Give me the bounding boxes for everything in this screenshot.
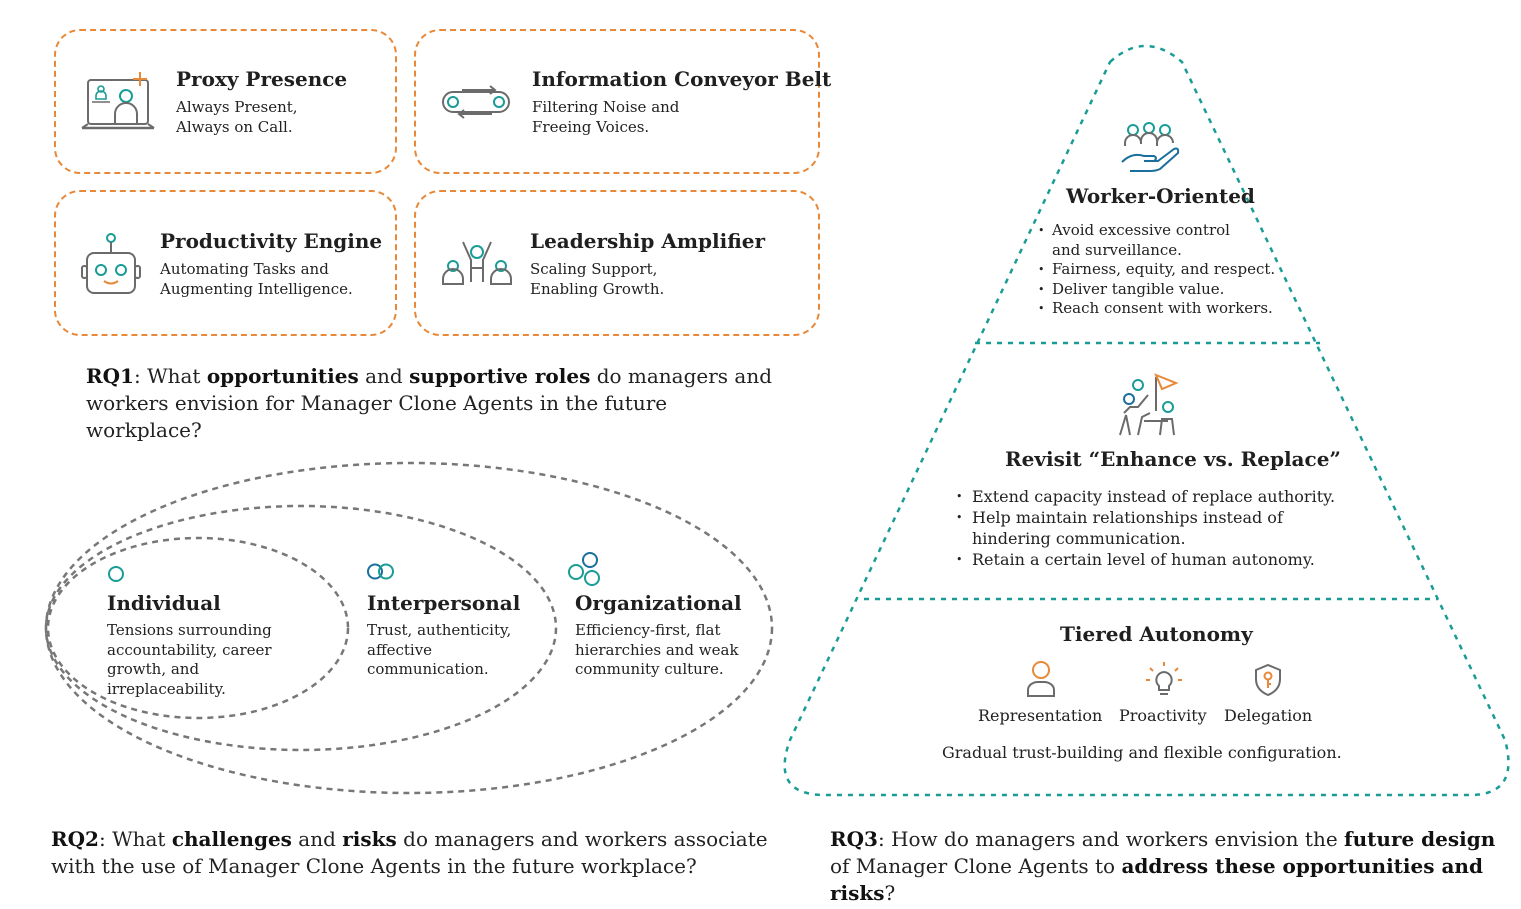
card-title-leadership-amplifier: Leadership Amplifier: [530, 229, 765, 253]
rq2-text-2: and: [291, 827, 343, 851]
rq2-bold-1: challenges: [171, 827, 292, 851]
lightbulb-icon: [1146, 662, 1182, 695]
tiered-sentence: Gradual trust-building and flexible conf…: [942, 743, 1342, 762]
hand-holding-people-icon: [1121, 122, 1180, 172]
level-text-individual: Tensions surrounding accountability, car…: [107, 621, 272, 698]
worker-bullet-3: Deliver tangible value.: [1038, 280, 1278, 300]
card-sub-productivity-1: Automating Tasks and: [160, 260, 329, 278]
level-title-interpersonal: Interpersonal: [367, 591, 521, 615]
triple-circle-icon: [568, 552, 600, 586]
rq1-text-3: do managers and workers envision for Man…: [86, 364, 773, 442]
shield-key-icon: [1255, 663, 1281, 697]
card-leadership-amplifier: [414, 190, 820, 336]
rq3-text-1: : How do managers and workers envision t…: [877, 827, 1345, 851]
team-flag-icon: [1119, 373, 1179, 436]
card-information-conveyor-belt: [414, 29, 820, 174]
rq3-bold-1: future design: [1344, 827, 1496, 851]
rq3-text-3: ?: [884, 881, 896, 905]
level-title-individual: Individual: [107, 591, 221, 615]
rq3-label: RQ3: [830, 827, 878, 851]
card-sub-conveyor-1: Filtering Noise and: [532, 98, 680, 116]
card-sub-productivity-2: Augmenting Intelligence.: [160, 280, 353, 298]
revisit-bullet-2: Help maintain relationships instead of h…: [956, 507, 1302, 549]
rq3-bold-2: address these opportunities and risks: [830, 854, 1483, 905]
card-sub-proxy-presence-1: Always Present,: [176, 98, 298, 116]
card-sub-leadership-2: Enabling Growth.: [530, 280, 665, 298]
worker-bullet-2: Fairness, equity, and respect.: [1038, 260, 1278, 280]
card-sub-leadership-1: Scaling Support,: [530, 260, 658, 278]
level-title-revisit: Revisit “Enhance vs. Replace”: [1005, 447, 1341, 471]
robot-icon: [81, 233, 141, 294]
rq2-question: RQ2: What challenges and risks do manage…: [51, 826, 791, 880]
level-title-organizational: Organizational: [575, 591, 742, 615]
rq1-question: RQ1: What opportunities and supportive r…: [86, 363, 786, 444]
card-sub-conveyor-2: Freeing Voices.: [532, 118, 650, 136]
rq1-label: RQ1: [86, 364, 134, 388]
person-icon: [1027, 661, 1055, 697]
card-title-productivity-engine: Productivity Engine: [160, 229, 383, 253]
worker-oriented-bullets: Avoid excessive control and surveillance…: [1038, 221, 1278, 319]
single-circle-icon: [108, 566, 124, 582]
card-proxy-presence: [54, 29, 397, 174]
level-title-worker-oriented: Worker-Oriented: [1066, 184, 1255, 208]
laptop-person-icon: [81, 72, 155, 130]
rq1-bold-2: supportive roles: [409, 364, 591, 388]
card-sub-proxy-presence-2: Always on Call.: [176, 118, 293, 136]
interpersonal-ellipse: [44, 504, 558, 752]
revisit-bullet-3: Retain a certain level of human autonomy…: [956, 549, 1356, 570]
worker-bullet-1: Avoid excessive control and surveillance…: [1038, 221, 1232, 260]
revisit-bullet-1: Extend capacity instead of replace autho…: [956, 486, 1356, 507]
tier-label-proactivity: Proactivity: [1119, 706, 1207, 725]
rq2-bold-2: risks: [342, 827, 397, 851]
nested-ellipses: [44, 461, 774, 795]
rq3-question: RQ3: How do managers and workers envisio…: [830, 826, 1515, 907]
individual-ellipse: [46, 536, 350, 720]
rq3-text-2: of Manager Clone Agents to: [830, 854, 1122, 878]
rq2-label: RQ2: [51, 827, 99, 851]
card-productivity-engine: [54, 190, 397, 336]
revisit-bullets: Extend capacity instead of replace autho…: [956, 486, 1356, 570]
group-leader-icon: [442, 241, 512, 285]
rq1-text-1: : What: [133, 364, 207, 388]
rq1-text-2: and: [358, 364, 410, 388]
card-title-proxy-presence: Proxy Presence: [176, 67, 348, 91]
rq2-text-3: do managers and workers associate with t…: [51, 827, 768, 878]
tier-label-representation: Representation: [978, 706, 1103, 725]
double-circle-icon: [367, 563, 394, 580]
rq1-bold-1: opportunities: [206, 364, 359, 388]
rq2-text-1: : What: [98, 827, 172, 851]
worker-bullet-4: Reach consent with workers.: [1038, 299, 1278, 319]
level-text-organizational: Efficiency-first, flat hierarchies and w…: [575, 621, 739, 678]
conveyor-belt-icon: [442, 85, 510, 119]
card-title-information-conveyor-belt: Information Conveyor Belt: [532, 67, 832, 91]
tier-label-delegation: Delegation: [1224, 706, 1313, 725]
level-title-tiered-autonomy: Tiered Autonomy: [1060, 622, 1253, 646]
level-text-interpersonal: Trust, authenticity, affective communica…: [367, 621, 512, 678]
